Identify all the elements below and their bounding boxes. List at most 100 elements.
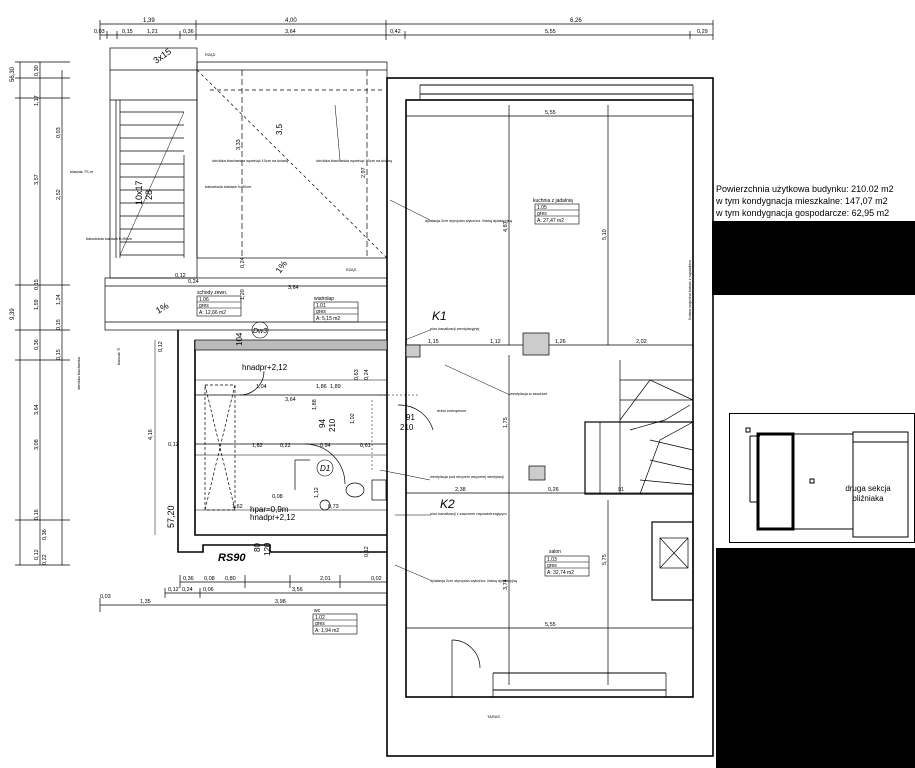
- notes-n13: wentylacja w szachcie: [510, 392, 547, 396]
- dims-plan-al: 3,64: [288, 285, 299, 291]
- dims-plan-d: 1,15: [428, 339, 439, 345]
- dims-top-j: 5,55: [545, 29, 556, 35]
- labels-vertical-note: Kotwa wspólna kotwa z sąsiadem: [687, 260, 692, 320]
- dims-plan-ah: 0,12: [168, 442, 179, 448]
- notes-n9: dylatacja 2cm styropian wykończ. listwą …: [430, 579, 518, 583]
- dims-plan-a: 5,55: [545, 110, 556, 116]
- dims-plan-k: 91: [618, 487, 624, 493]
- roof-ratio-label: 3x15: [151, 46, 173, 65]
- dims-plan-ac: 1,62: [232, 504, 243, 510]
- slope-a: 1%: [273, 259, 289, 275]
- dims-plan-j: 0,26: [548, 487, 559, 493]
- dims-plan-r: 1,20: [240, 289, 246, 300]
- dims-left-f: 2,52: [56, 189, 62, 200]
- dims-plan-ai: 0,12: [158, 341, 164, 352]
- dims-plan-n: 5,55: [545, 622, 556, 628]
- dw3-label: Dw3: [253, 328, 267, 335]
- labels-hnadpr2: hnadpr+2,12: [250, 513, 296, 522]
- area-summary: Powierzchnia użytkowa budynku: 210.02 m2…: [716, 183, 894, 219]
- labels-hpar: hpar=0,9m: [250, 505, 289, 514]
- notes-n2: obróbka blacharska wywinąć 10cm na ścian…: [316, 159, 392, 163]
- column-1: [522, 332, 550, 356]
- dims-bottom-h: 0,06: [203, 587, 214, 593]
- dims-plan-ak: 0,24: [188, 279, 199, 285]
- dims-top-f: 1,21: [147, 29, 158, 35]
- key-plan-drawing: [745, 427, 909, 538]
- rooms-stairs-floor: gres: [199, 303, 209, 309]
- dims-plan-g: 2,02: [636, 339, 647, 345]
- notes-n6: pion kanalizacji wentylacyjnej: [430, 327, 480, 331]
- left-wing-walls: [177, 330, 387, 553]
- dims-plan-f: 1,26: [555, 339, 566, 345]
- dims-plan-ag: 4,16: [148, 429, 154, 440]
- dims-left-g: 0,15: [34, 279, 40, 290]
- dims-plan-x: 1,82: [252, 443, 263, 449]
- dims-left-r: 0,12: [34, 549, 40, 560]
- dims-plan-h: 1,75: [503, 417, 509, 428]
- k2-label: K2: [440, 497, 455, 511]
- stair-depth-label: 28: [144, 190, 154, 200]
- rooms-salon-num: 1.03: [547, 557, 557, 563]
- dims-bottom-j: 0,03: [100, 594, 111, 600]
- dims-left-d: 0,03: [56, 127, 62, 138]
- rooms-kitchen-area: A: 27,47 m2: [537, 218, 564, 224]
- dims-left-p: 0,16: [34, 509, 40, 520]
- dims-bottom-a: 0,36: [183, 576, 194, 582]
- summary-line-1: Powierzchnia użytkowa budynku: 210.02 m2: [716, 184, 894, 194]
- notes-n16: drzwi zewnętrzne: [437, 409, 466, 413]
- dims-top-d: 0,03: [94, 29, 105, 35]
- rooms-salon-floor: gres: [547, 563, 557, 569]
- notes-n11: obróbka blacharska: [77, 356, 81, 390]
- dims-left-i: 1,59: [34, 299, 40, 310]
- notes-n3: balustrada stalowa h=90cm: [205, 185, 251, 189]
- labels-door-a: 94: [318, 419, 327, 428]
- rooms-stairs-num: 1.06: [199, 297, 209, 303]
- dims-plan-m: 3,74: [503, 579, 509, 590]
- dims-plan-e: 1,12: [490, 339, 501, 345]
- rooms-kitchen-num: 1.05: [537, 205, 547, 211]
- dims-left-e: 3,57: [34, 174, 40, 185]
- dims-left-k: 0,15: [56, 319, 62, 330]
- dims-plan-t: 1,86: [316, 384, 327, 390]
- dims-top-e: 0,15: [122, 29, 133, 35]
- rooms-kitchen-floor: gres: [537, 211, 547, 217]
- rooms-windbreak-num: 1.01: [316, 303, 326, 309]
- dims-plan-af: 0,73: [328, 504, 339, 510]
- dims-left-h: 9,39: [10, 308, 16, 320]
- dims-plan-ao: 0,24: [364, 369, 370, 380]
- rooms-windbreak-area: A: 5,15 m2: [316, 316, 340, 322]
- dims-plan-u: 1,89: [330, 384, 341, 390]
- dims-top-k: 0,29: [697, 29, 708, 35]
- rooms-wc-floor: gres: [315, 621, 325, 627]
- notes-n15: RZĄD: [346, 268, 357, 272]
- notes-n1: obróbka blacharska wywinąć 10cm na ścian…: [212, 159, 288, 163]
- dims-left-t: 0,22: [42, 554, 48, 565]
- dims-bottom-d: 2,01: [320, 576, 331, 582]
- redaction-block-1: [712, 221, 915, 295]
- dims-bottom-b: 0,08: [204, 576, 215, 582]
- dims-plan-aa: 0,61: [360, 443, 371, 449]
- dims-plan-o: 3,33: [236, 139, 242, 150]
- notes-n10: blaszak TS-m: [70, 170, 93, 174]
- summary-line-3: w tym kondygnacja gospodarcze: 62,95 m2: [716, 208, 890, 218]
- rooms-windbreak-floor: gres: [316, 309, 326, 315]
- dims-left-j: 1,24: [56, 294, 62, 305]
- dims-top-h: 3,64: [285, 29, 296, 35]
- dims-top-i: 0,42: [390, 29, 401, 35]
- rooms-wc-area: A: 1,94 m2: [315, 628, 339, 634]
- fireplace: [651, 521, 694, 601]
- dims-left-s: 0,36: [42, 529, 48, 540]
- rooms-stairs-name: schody zewn.: [197, 290, 227, 296]
- dims-plan-aj: 0,12: [175, 273, 186, 279]
- rooms-wc-name: wc: [314, 608, 321, 614]
- dim-top-b: 4,00: [285, 18, 297, 24]
- dims-left-c: 1,17: [34, 95, 40, 106]
- labels-door-f: 120: [263, 542, 272, 556]
- notes-n5: dylatacja 2cm styropian wykończ. listwą …: [425, 219, 513, 223]
- labels-door-b: 210: [328, 418, 337, 432]
- dims-left-l: 0,36: [34, 339, 40, 350]
- interior-stair: [584, 360, 694, 495]
- notes-n7: pion kanalizacji z zaworem napowietrzają…: [430, 512, 507, 516]
- dims-plan-s: 1,04: [256, 384, 267, 390]
